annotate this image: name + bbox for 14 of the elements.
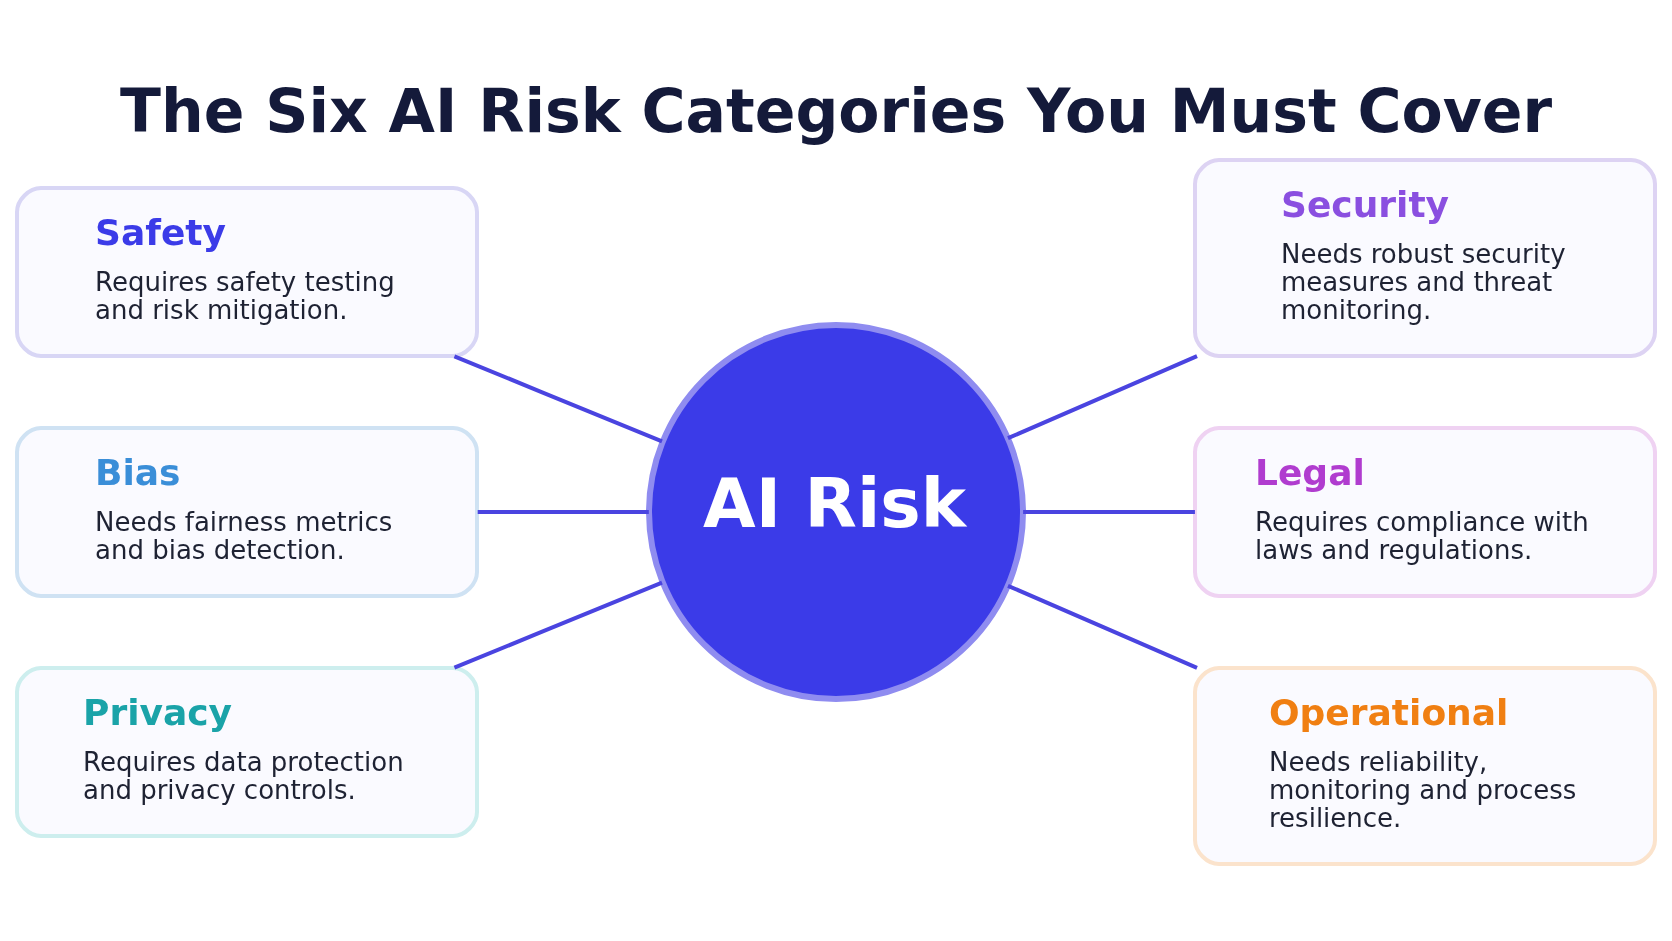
connector [1007,353,1198,440]
connector [453,353,663,443]
node-circle: AI Risk [646,321,1026,702]
node-box: Legal Requires compliance with laws and regulations. [1193,425,1657,598]
connector [453,580,663,670]
connector [1023,509,1195,514]
connector [1007,583,1198,670]
node-box: Operational Needs reliability, monitoring and process resilience. [1193,665,1657,866]
diagram-title: The Six AI Risk Categories You Must Cover [120,75,1553,146]
node-box: Privacy Requires data protection and privacy controls. [15,665,479,838]
node-box: Safety Requires safety testing and risk mitigation. [15,185,479,358]
node-box: Security Needs robust security measures and threat monitoring. [1193,157,1657,358]
connector [477,509,649,514]
node-box: Bias Needs fairness metrics and bias detection. [15,425,479,598]
